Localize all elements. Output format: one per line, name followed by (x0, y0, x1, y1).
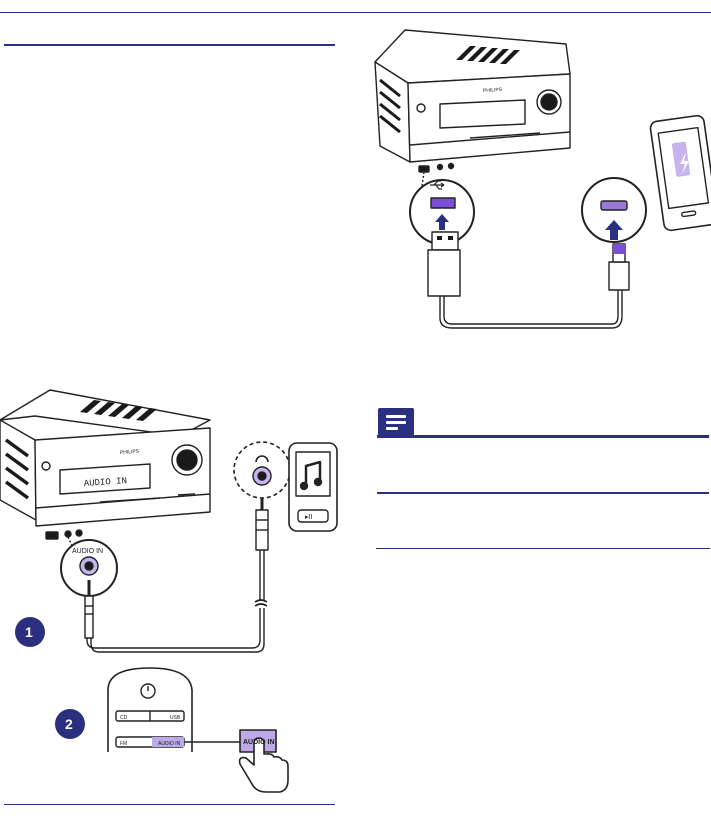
highlight-audio-in-label: AUDIO IN (243, 739, 275, 746)
audio-figure-brand: PHILIPS (120, 449, 140, 456)
step-2-badge: 2 (65, 716, 73, 732)
audio-in-jack-label: AUDIO IN (72, 548, 103, 555)
remote-fm-label: FM (120, 741, 127, 747)
header-rule (0, 12, 711, 13)
note-icon (378, 408, 414, 436)
remote-cd-label: CD (120, 715, 128, 721)
note-box (377, 437, 709, 494)
note-header-bar (377, 435, 709, 438)
display-text: AUDIO IN (84, 476, 128, 489)
left-bottom-rule (4, 804, 335, 805)
remote-usb-label: USB (170, 715, 181, 721)
usb-figure-brand: PHILIPS (483, 87, 503, 94)
left-section-rule (4, 44, 335, 46)
svg-text:▸II: ▸II (305, 514, 312, 521)
right-section-rule (376, 548, 710, 549)
remote-audio-in-label: AUDIO IN (158, 741, 181, 747)
step-1-badge: 1 (25, 624, 33, 640)
